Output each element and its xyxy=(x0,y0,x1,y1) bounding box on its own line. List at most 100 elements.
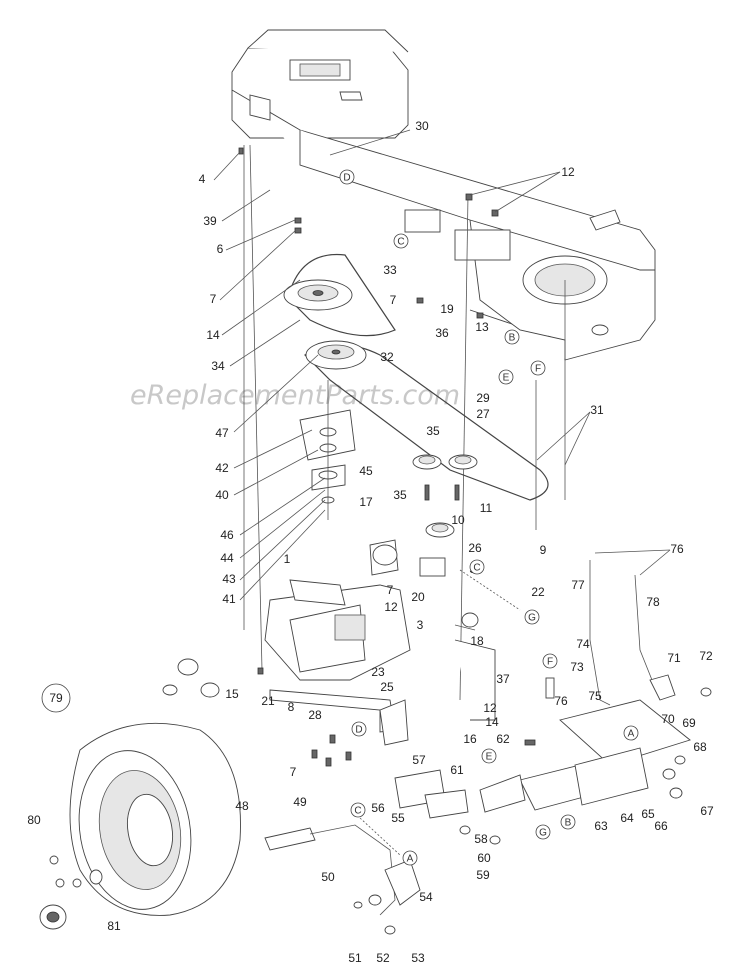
callout-57: 57 xyxy=(412,753,426,767)
ref-marker-79: 79 xyxy=(41,683,71,713)
callout-69: 69 xyxy=(682,716,696,730)
ref-letter: F xyxy=(547,657,553,668)
callout-34: 34 xyxy=(211,359,225,373)
ref-letter: B xyxy=(509,333,516,344)
spring-assembly xyxy=(419,557,521,721)
watermark: eReplacementParts.com xyxy=(130,380,460,411)
rods xyxy=(243,144,566,701)
callout-10: 10 xyxy=(451,513,465,527)
callout-45: 45 xyxy=(359,464,373,478)
ref-marker-A: A xyxy=(402,850,418,866)
callout-41: 41 xyxy=(222,592,236,606)
callout-22: 22 xyxy=(531,585,545,599)
ref-marker-B: B xyxy=(560,814,576,830)
callout-19: 19 xyxy=(440,302,454,316)
callout-40: 40 xyxy=(215,488,229,502)
callout-1: 1 xyxy=(284,552,291,566)
ref-circle xyxy=(402,850,418,866)
callout-43: 43 xyxy=(222,572,236,586)
ref-marker-C: C xyxy=(350,802,366,818)
ref-circle xyxy=(351,721,367,737)
callout-23: 23 xyxy=(371,665,385,679)
callout-39: 39 xyxy=(203,214,217,228)
ref-letter: F xyxy=(535,364,541,375)
callout-78: 78 xyxy=(646,595,660,609)
callout-65: 65 xyxy=(641,807,655,821)
callout-9: 9 xyxy=(540,543,547,557)
callout-37: 37 xyxy=(496,672,510,686)
ref-marker-D: D xyxy=(339,169,355,185)
callout-20: 20 xyxy=(411,590,425,604)
callout-81: 81 xyxy=(107,919,121,933)
callout-62: 62 xyxy=(496,732,510,746)
ref-letter: C xyxy=(397,237,404,248)
ref-marker-D: D xyxy=(351,721,367,737)
callout-32: 32 xyxy=(380,350,394,364)
callout-18: 18 xyxy=(470,634,484,648)
callout-63: 63 xyxy=(594,819,608,833)
callout-80: 80 xyxy=(27,813,41,827)
callout-76: 76 xyxy=(670,542,684,556)
ref-letter: A xyxy=(407,854,414,865)
callout-42: 42 xyxy=(215,461,229,475)
callout-28: 28 xyxy=(308,708,322,722)
callout-49: 49 xyxy=(293,795,307,809)
ref-circle xyxy=(504,329,520,345)
leader-lines xyxy=(213,129,671,601)
callout-75: 75 xyxy=(588,689,602,703)
callout-70: 70 xyxy=(661,712,675,726)
callout-7: 7 xyxy=(210,292,217,306)
ref-letter: E xyxy=(503,373,510,384)
callout-71: 71 xyxy=(667,651,681,665)
callout-29: 29 xyxy=(476,391,490,405)
callout-14: 14 xyxy=(206,328,220,342)
callout-8: 8 xyxy=(288,700,295,714)
frame-assembly xyxy=(231,29,656,361)
ref-marker-C: C xyxy=(469,559,485,575)
callout-54: 54 xyxy=(419,890,433,904)
callout-48: 48 xyxy=(235,799,249,813)
ref-marker-E: E xyxy=(498,369,514,385)
callout-35: 35 xyxy=(426,424,440,438)
callout-11: 11 xyxy=(480,501,493,515)
callout-30: 30 xyxy=(415,119,429,133)
ref-marker-C: C xyxy=(393,233,409,249)
callout-72: 72 xyxy=(699,649,713,663)
ref-letter: 79 xyxy=(49,691,63,705)
ref-circle xyxy=(469,559,485,575)
ref-circle xyxy=(530,360,546,376)
callout-73: 73 xyxy=(570,660,584,674)
pedal-linkage xyxy=(264,769,526,935)
ref-circle xyxy=(350,802,366,818)
callout-51: 51 xyxy=(348,951,362,965)
callout-47: 47 xyxy=(215,426,229,440)
ref-letter: C xyxy=(354,806,361,817)
ref-marker-G: G xyxy=(535,824,551,840)
callout-52: 52 xyxy=(376,951,390,965)
ref-marker-F: F xyxy=(530,360,546,376)
callout-7: 7 xyxy=(290,765,297,779)
ref-circle xyxy=(339,169,355,185)
callout-76: 76 xyxy=(554,694,568,708)
callout-13: 13 xyxy=(475,320,489,334)
ref-marker-G: G xyxy=(524,609,540,625)
ref-circle xyxy=(535,824,551,840)
callout-12: 12 xyxy=(384,600,398,614)
ref-letter: G xyxy=(528,613,536,624)
callout-77: 77 xyxy=(571,578,585,592)
callout-17: 17 xyxy=(359,495,373,509)
ref-letter: G xyxy=(539,828,547,839)
callout-74: 74 xyxy=(576,637,590,651)
ref-circle xyxy=(481,748,497,764)
callout-46: 46 xyxy=(220,528,234,542)
ref-marker-B: B xyxy=(504,329,520,345)
ref-marker-E: E xyxy=(481,748,497,764)
callout-27: 27 xyxy=(476,407,490,421)
callout-44: 44 xyxy=(220,551,234,565)
callout-61: 61 xyxy=(450,763,464,777)
ref-letter: C xyxy=(473,563,480,574)
ref-letter: D xyxy=(355,725,362,736)
callout-60: 60 xyxy=(477,851,491,865)
ref-circle xyxy=(524,609,540,625)
